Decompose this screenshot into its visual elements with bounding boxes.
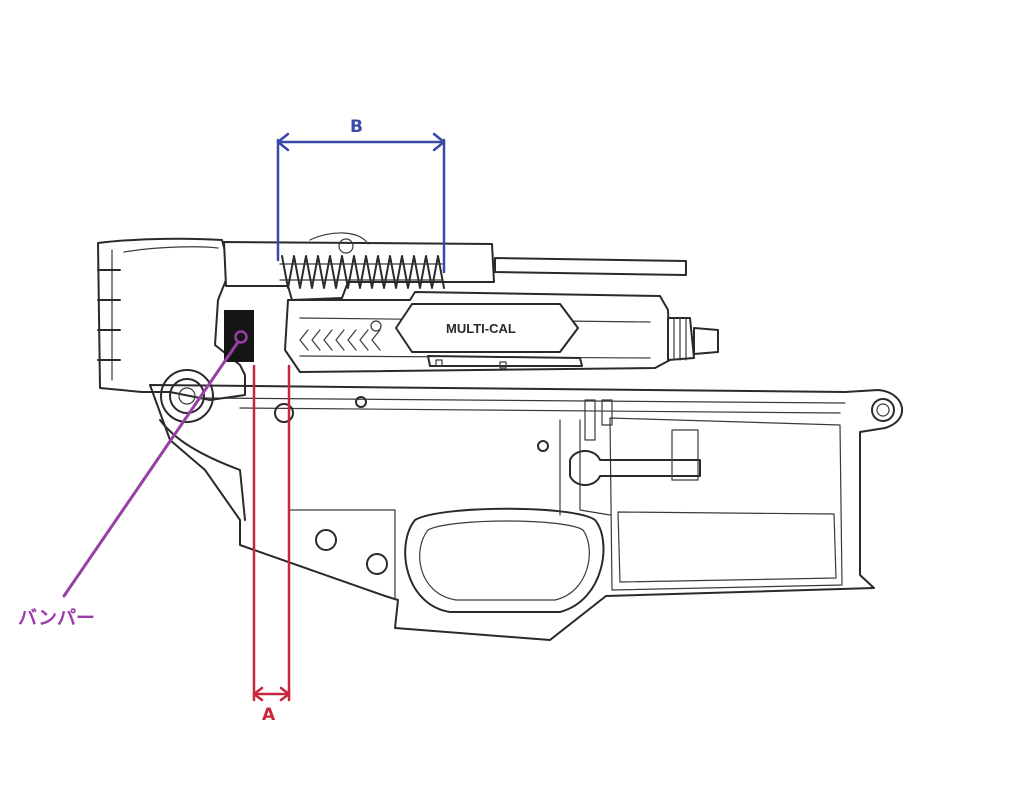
carrier-serrations: [299, 329, 381, 351]
dimension-b: B: [276, 117, 446, 274]
lower-receiver: [149, 384, 903, 641]
buttstock-end: [97, 237, 246, 521]
multi-cal-marking: MULTI-CAL: [446, 321, 516, 336]
dimension-a-label: A: [262, 705, 276, 725]
bumper-label: バンパー: [18, 607, 95, 629]
dimension-a: A: [252, 364, 291, 725]
bumper-callout: バンパー: [18, 340, 240, 629]
bolt-carrier-group: MULTI-CAL: [223, 232, 719, 373]
dimension-b-label: B: [350, 117, 363, 137]
recoil-spring: [279, 255, 445, 289]
